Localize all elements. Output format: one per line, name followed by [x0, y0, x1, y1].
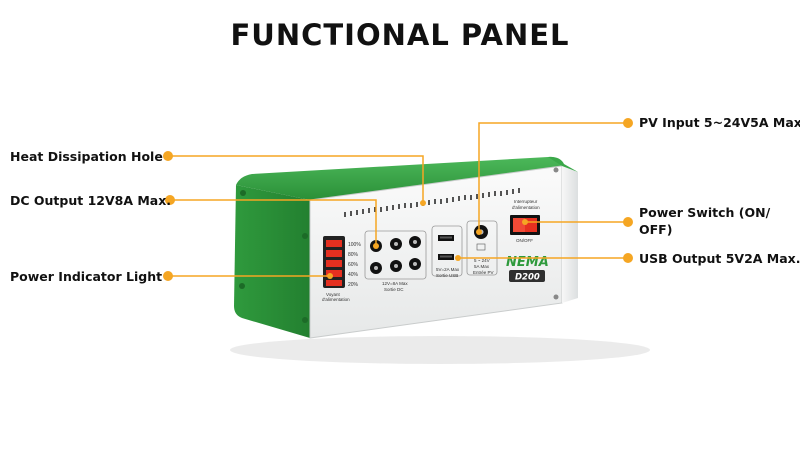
callout-dots [163, 118, 633, 281]
callout-dot-dc-target [373, 243, 379, 249]
screw [302, 233, 308, 239]
case-right-cap [562, 166, 578, 303]
label-power-switch-line1: Power Switch (ON/ [639, 205, 771, 220]
heat-vent [344, 188, 520, 217]
label-power-switch: Power Switch (ON/ OFF) [639, 204, 770, 238]
brand-logo: NEMA D200 [506, 255, 549, 283]
usb-output-ports: 5V=2A Max Sortie USB [431, 225, 463, 278]
callout-dot-pv-target [476, 229, 482, 235]
indicator-caption: Voyant [326, 292, 341, 297]
pv-input-port: 5 ~ 24V 5A Max Entrée PV [466, 220, 498, 276]
label-power-switch-line2: OFF) [639, 222, 673, 237]
case-top [236, 156, 562, 200]
label-usb-output: USB Output 5V2A Max. [639, 251, 800, 266]
callout-dot-usb-target [455, 255, 461, 261]
switch-caption: Interrupteur [514, 199, 538, 204]
callout-dot-power-light [163, 271, 173, 281]
callout-dot-heat [163, 151, 173, 161]
label-heat-dissipation-hole: Heat Dissipation Hole [10, 149, 163, 164]
power-switch: Interrupteur d'alimentation ON/OFF [510, 199, 540, 243]
case-left-side [234, 185, 310, 338]
indicator-level: 40% [348, 272, 359, 278]
page-title: FUNCTIONAL PANEL [230, 18, 570, 52]
indicator-level: 60% [348, 262, 359, 268]
callout-dot-dc [165, 195, 175, 205]
callout-heat [168, 155, 424, 203]
indicator-level: 100% [348, 242, 361, 248]
callout-lines [168, 122, 628, 277]
callout-dot-usb [623, 253, 633, 263]
screw [240, 190, 246, 196]
pv-caption: 5 ~ 24V [474, 258, 490, 263]
screw [302, 317, 308, 323]
model-badge: D200 [515, 273, 540, 283]
label-power-indicator-light: Power Indicator Light [10, 269, 163, 284]
screw [553, 294, 559, 300]
usb-caption: 5V=2A Max [436, 267, 460, 272]
switch-state: ON/OFF [516, 238, 533, 243]
indicator-level: 80% [348, 252, 359, 258]
dc-caption: 12V=8A Max [382, 281, 408, 286]
pv-caption: 5A Max [474, 264, 490, 269]
dc-caption: Sortie DC [384, 287, 404, 292]
label-pv-input: PV Input 5~24V5A Max. [639, 115, 800, 130]
pv-caption: Entrée PV [473, 270, 494, 275]
screw [239, 283, 245, 289]
switch-caption: d'alimentation [512, 205, 540, 210]
callout-dot-switch-target [522, 219, 528, 225]
indicator-caption: d'alimentation [322, 297, 350, 302]
callout-dot-heat-target [420, 200, 426, 206]
callout-dot-switch [623, 217, 633, 227]
callout-dot-pv [623, 118, 633, 128]
callout-dot-power-light-target [327, 273, 333, 279]
callout-dc [170, 199, 377, 246]
screw [553, 167, 559, 173]
callout-pv [478, 122, 628, 232]
usb-caption: Sortie USB [436, 273, 458, 278]
device-shadow [230, 336, 650, 364]
indicator-level: 20% [348, 282, 359, 288]
label-dc-output: DC Output 12V8A Max. [10, 193, 172, 208]
